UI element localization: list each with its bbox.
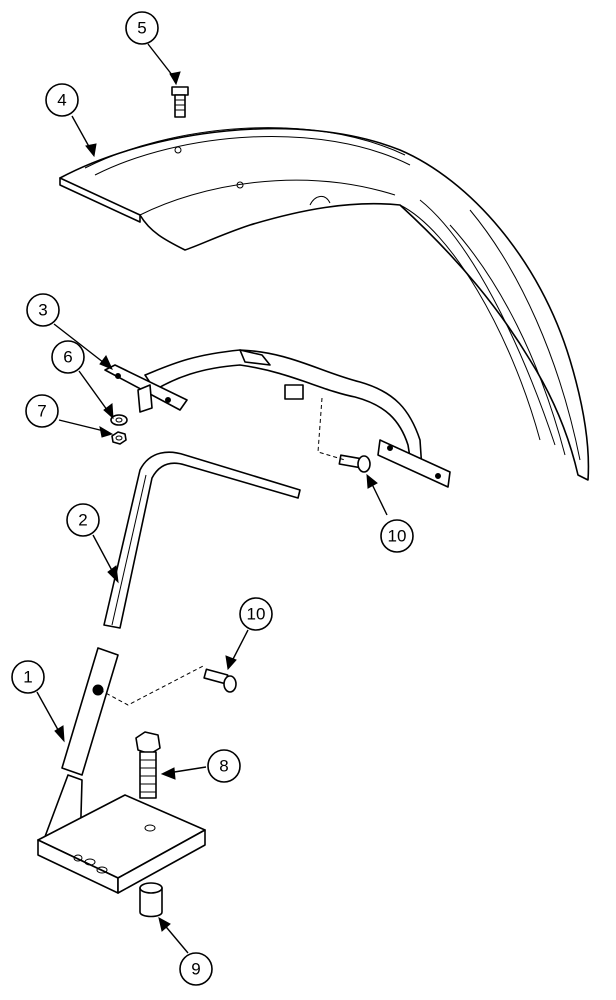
callout-4: 4 <box>45 83 79 117</box>
callout-6: 6 <box>51 340 85 374</box>
large-bolt <box>135 731 161 799</box>
bolt-top <box>171 86 189 118</box>
arrow-10-upper <box>366 473 378 489</box>
alignment-line-lower <box>99 664 206 706</box>
upper-support-bracket <box>104 349 451 488</box>
arrow-3 <box>99 355 113 370</box>
leader-7 <box>58 419 109 433</box>
callout-10-lower-label: 10 <box>247 605 266 624</box>
arrow-6 <box>103 403 114 420</box>
alignment-line-upper <box>317 397 346 461</box>
bolt-upper-right <box>338 454 371 473</box>
callout-10-upper: 10 <box>380 519 414 553</box>
callout-2-label: 2 <box>78 511 87 530</box>
callout-6-label: 6 <box>63 348 72 367</box>
arrow-9 <box>158 917 171 932</box>
callout-10-lower: 10 <box>239 597 273 631</box>
callout-1-label: 1 <box>23 668 32 687</box>
arrow-2 <box>107 565 119 584</box>
middle-support <box>103 451 301 629</box>
washer <box>110 414 128 426</box>
callout-7: 7 <box>25 394 59 428</box>
callout-9: 9 <box>179 952 213 986</box>
callout-1: 1 <box>11 660 45 694</box>
callout-9-label: 9 <box>191 960 200 979</box>
nut <box>111 431 127 445</box>
arrow-5 <box>169 71 181 86</box>
arrow-4 <box>85 143 97 158</box>
arrow-1 <box>54 725 65 743</box>
leader-6 <box>78 370 111 415</box>
spacer <box>139 882 163 918</box>
leader-3 <box>53 323 109 367</box>
arrow-8 <box>160 767 176 780</box>
callout-8-label: 8 <box>219 757 228 776</box>
bolt-lower-left <box>203 668 237 693</box>
arrow-10-lower <box>225 655 237 671</box>
callout-8: 8 <box>207 749 241 783</box>
mounting-bracket <box>37 647 206 894</box>
callout-3: 3 <box>26 293 60 327</box>
callout-7-label: 7 <box>37 402 46 421</box>
callout-4-label: 4 <box>57 91 66 110</box>
callout-2: 2 <box>66 503 100 537</box>
callout-5: 5 <box>125 11 159 45</box>
callout-5-label: 5 <box>137 19 146 38</box>
callout-10-upper-label: 10 <box>388 527 407 546</box>
arrow-7 <box>99 426 114 438</box>
fender <box>59 127 590 481</box>
callout-3-label: 3 <box>38 301 47 320</box>
